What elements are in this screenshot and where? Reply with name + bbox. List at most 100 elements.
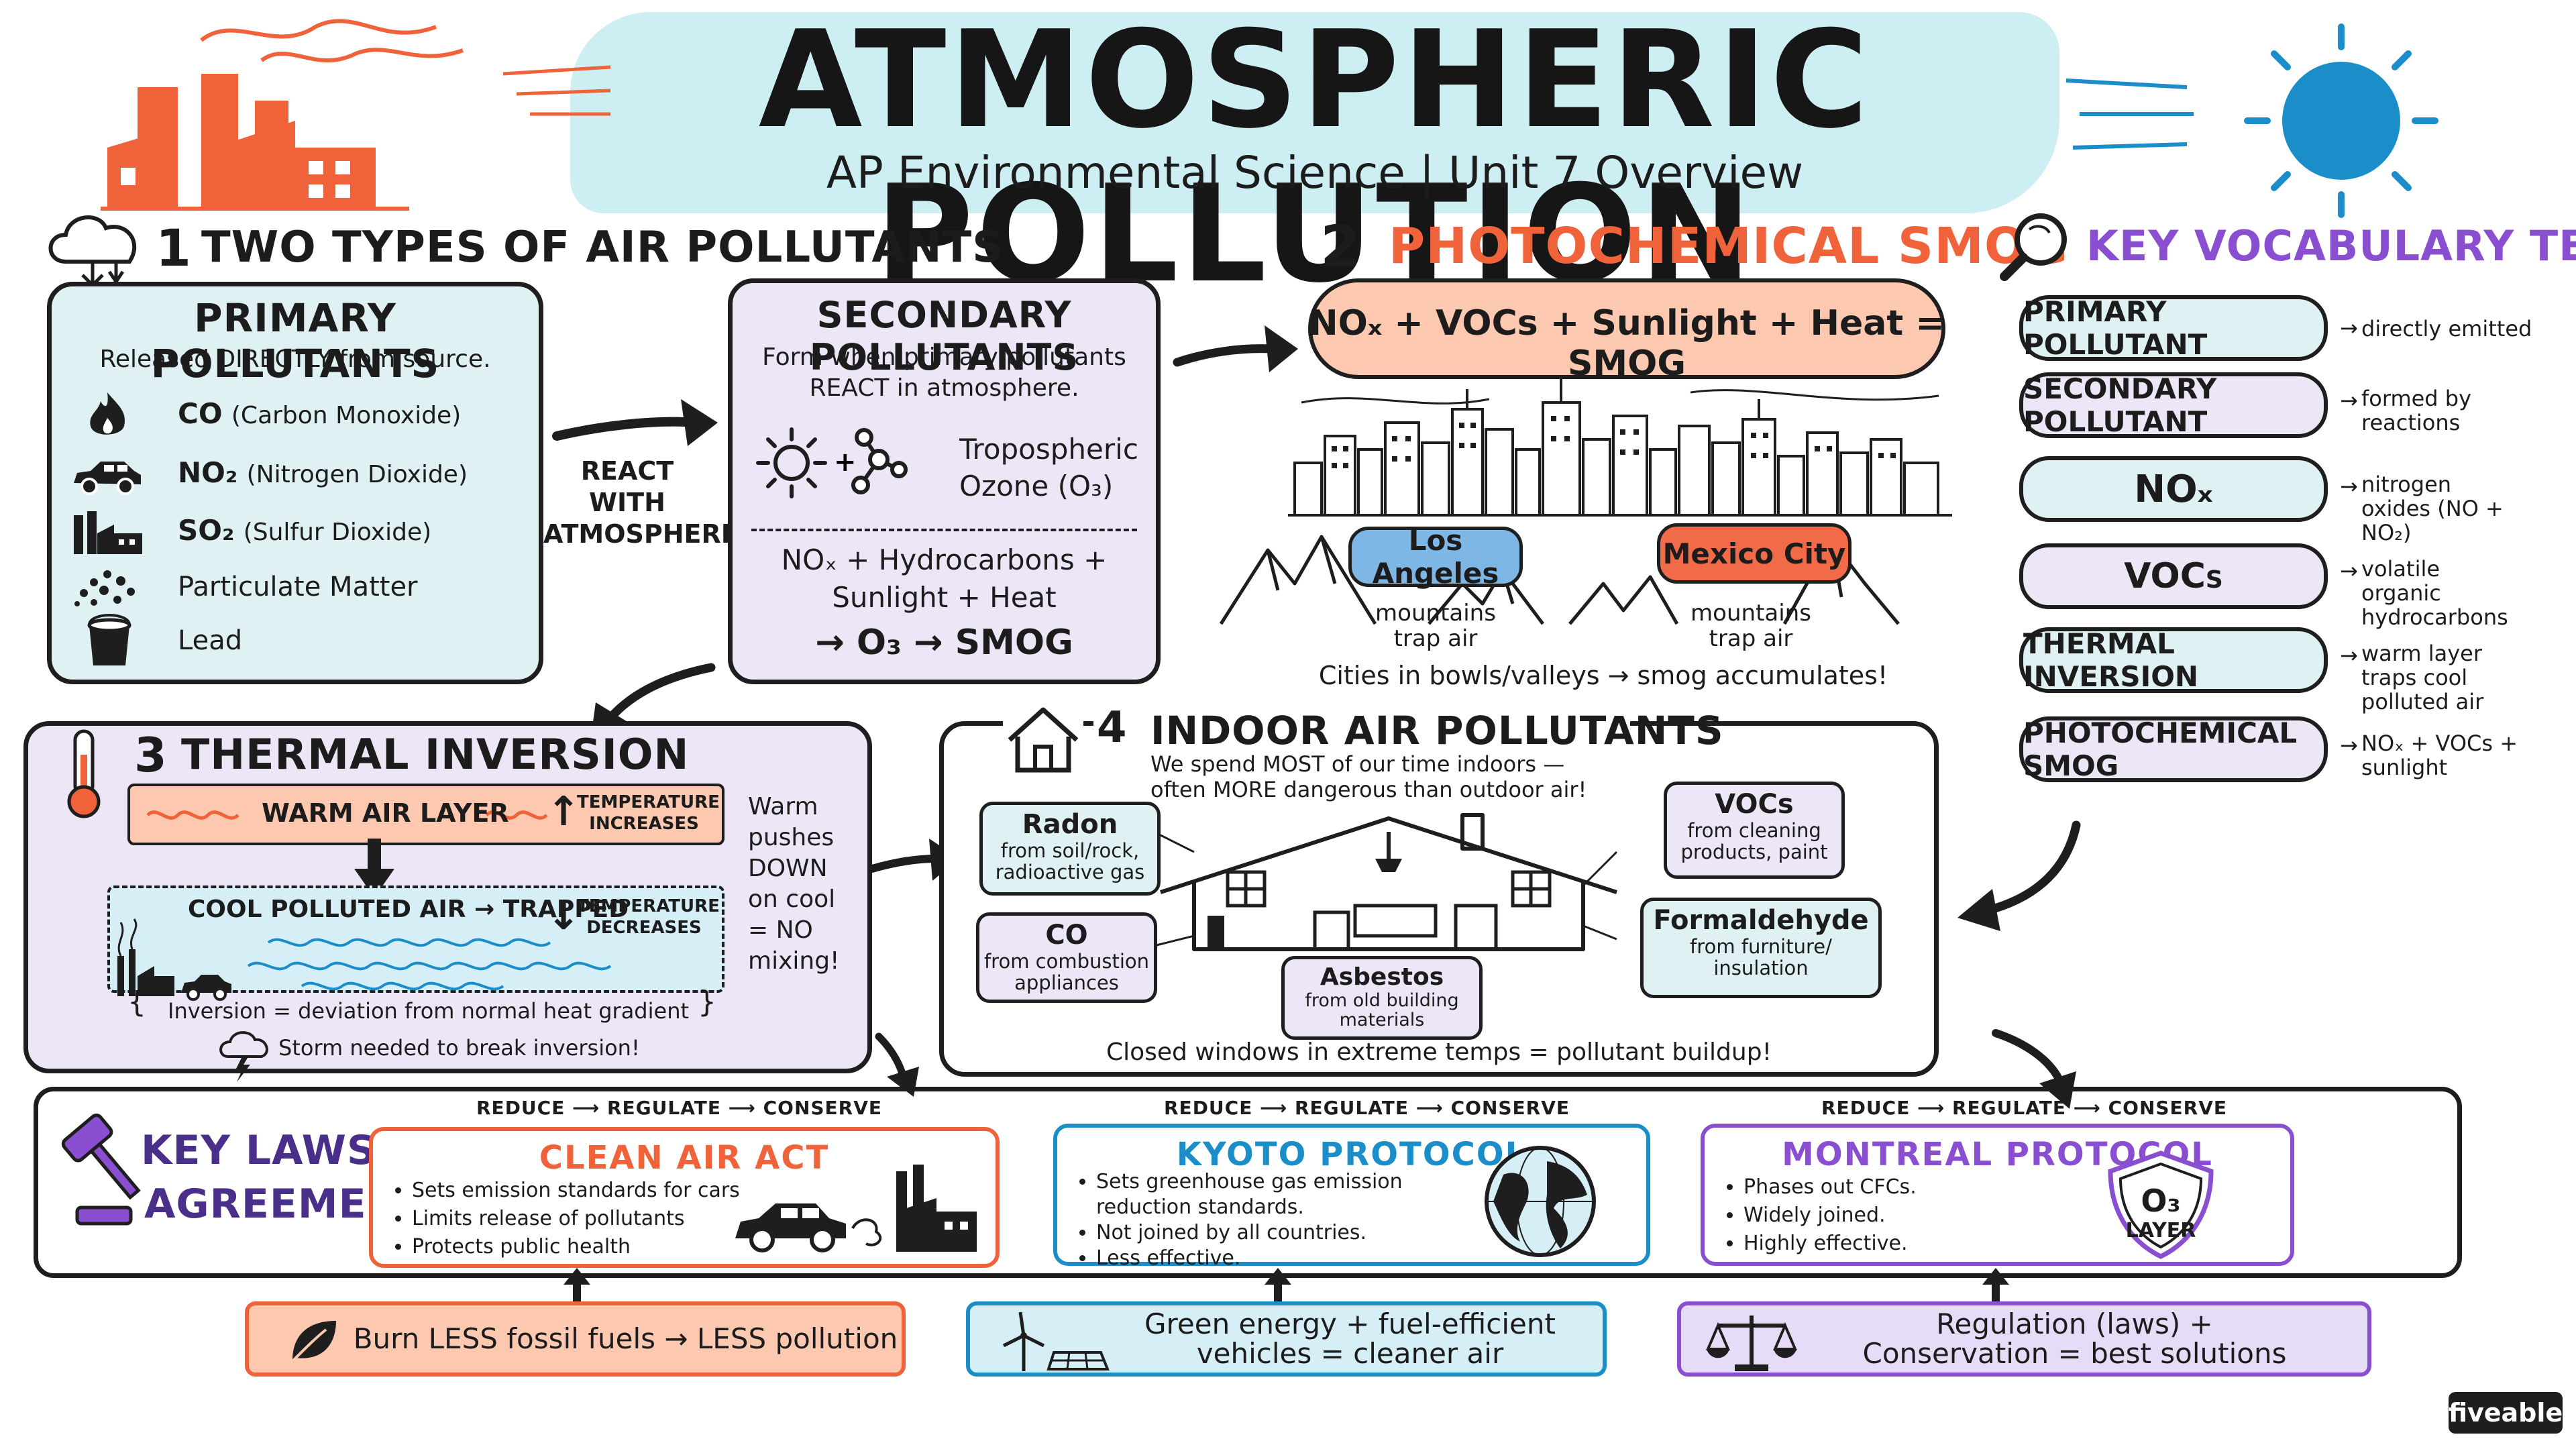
vocab-arrow-1: →	[2340, 388, 2358, 413]
smog-equation: NOₓ + VOCs + Sunlight + Heat = SMOG	[1309, 303, 1945, 384]
vocab-term-secondary: SECONDARY POLLUTANT	[2019, 372, 2328, 438]
clean-air-title: CLEAN AIR ACT	[539, 1139, 830, 1177]
trap-note-mexico: mountains trap air	[1690, 600, 1811, 652]
co-indoor-desc: from combustion appliances	[983, 950, 1150, 994]
primary-desc: Released DIRECTLY from source.	[99, 345, 491, 373]
smog-equation-cloud	[1308, 278, 1945, 379]
section3-number: 3	[134, 728, 167, 783]
cloud-icon	[48, 215, 137, 288]
vocab-term-nox: NOₓ	[2019, 456, 2328, 522]
vocab-def-smog: NOₓ + VOCs + sunlight	[2361, 731, 2518, 780]
clean-air-item-1: Sets emission standards for cars	[412, 1177, 740, 1205]
vocab-def-secondary: formed by reactions	[2361, 386, 2472, 435]
montreal-list: Phases out CFCs. Widely joined. Highly e…	[1725, 1173, 1917, 1258]
primary-title: PRIMARY POLLUTANTS	[150, 295, 440, 386]
inversion-brace-left: {	[127, 985, 146, 1019]
house-illustration	[1153, 813, 1618, 951]
secondary-desc-2: REACT in atmosphere.	[809, 374, 1079, 402]
leaf-icon	[291, 1321, 336, 1362]
arrow-down-icon: ↓	[547, 892, 581, 939]
vocab-def-primary: directly emitted	[2361, 316, 2532, 341]
small-factory-icon	[117, 949, 174, 996]
section4-heading: INDOOR AIR POLLUTANTS	[1150, 708, 1724, 753]
clean-air-list: Sets emission standards for cars Limits …	[393, 1177, 740, 1261]
factory-illustration	[101, 19, 611, 211]
kyoto-item-2: Not joined by all countries.	[1096, 1220, 1445, 1246]
indoor-radon-box: Radon from soil/rock, radioactive gas	[979, 802, 1161, 896]
indoor-desc-1: We spend MOST of our time indoors —	[1150, 751, 1565, 777]
react-label-3: ATMOSPHERE	[543, 519, 739, 549]
warm-waves	[146, 810, 548, 820]
kyoto-protocol-card: KYOTO PROTOCOL Sets greenhouse gas emiss…	[1053, 1124, 1650, 1270]
montreal-item-3: Highly effective.	[1743, 1230, 1917, 1258]
title-banner	[570, 12, 2059, 213]
react-arrow	[552, 399, 718, 446]
vocab-term-vocs: VOCs	[2019, 543, 2328, 609]
indoor-vocs-box: VOCs from cleaning products, paint	[1664, 782, 1845, 879]
bottom-green-energy: Green energy + fuel-efficient vehicles =…	[966, 1301, 1607, 1377]
secondary-divider	[751, 529, 1137, 531]
vocab-def-nox: nitrogen oxides (NO + NO₂)	[2361, 472, 2504, 545]
vocab-term-smog: PHOTOCHEMICAL SMOG	[2019, 716, 2328, 782]
secondary-desc-1: Form when primary pollutants	[762, 343, 1126, 371]
brand-label: fiveable	[2448, 1398, 2563, 1428]
radon-desc: from soil/rock, radioactive gas	[995, 839, 1145, 883]
car-icon	[74, 462, 141, 495]
wind-solar-icon	[1002, 1311, 1110, 1371]
kyoto-list: Sets greenhouse gas emission reduction s…	[1077, 1169, 1445, 1271]
indoor-co-box: CO from combustion appliances	[976, 912, 1157, 1003]
indoor-asbestos-box: Asbestos from old building materials	[1281, 956, 1483, 1040]
formaldehyde-title: Formaldehyde	[1653, 905, 1869, 936]
lead-label: Lead	[178, 625, 243, 656]
indoor-caption: Closed windows in extreme temps = pollut…	[1106, 1038, 1772, 1066]
montreal-protocol-card: MONTREAL PROTOCOL Phases out CFCs. Widel…	[1701, 1124, 2294, 1266]
section4-heading-bg	[1093, 708, 1630, 748]
bottom-text-3: Regulation (laws) + Conservation = best …	[1862, 1307, 2287, 1370]
sun-icon	[2065, 23, 2438, 218]
city-label-mexico: Mexico City	[1657, 523, 1851, 584]
laws-panel	[34, 1087, 2462, 1278]
bottom-text-2: Green energy + fuel-efficient vehicles =…	[1144, 1307, 1556, 1370]
temp-increases-label: TEMPERATURE INCREASES	[577, 792, 720, 834]
ozone-shield-icon	[2108, 1150, 2214, 1259]
vocab-arrow-2: →	[2340, 474, 2358, 499]
ozone-label-2: Ozone (O₃)	[959, 470, 1114, 502]
arrow-up-3	[1982, 1268, 2009, 1305]
vocab-arrow-5: →	[2340, 733, 2358, 758]
warm-air-label: WARM AIR LAYER	[262, 798, 509, 828]
secondary-eq-3: → O₃ → SMOG	[815, 623, 1073, 663]
cool-waves	[117, 918, 612, 1001]
arrow-to-smog	[1173, 325, 1298, 372]
no2-formula: NO₂	[178, 456, 238, 489]
storm-icon	[219, 1031, 268, 1082]
svg-text:+: +	[834, 447, 857, 478]
section2-number: 2	[1320, 213, 1360, 280]
cool-air-label: COOL POLLUTED AIR → TRAPPED	[188, 896, 629, 923]
temp-decreases-label: TEMPERATURE DECREASES	[577, 896, 720, 938]
indoor-desc-2: often MORE dangerous than outdoor air!	[1150, 777, 1587, 802]
page-subtitle: AP Environmental Science | Unit 7 Overvi…	[826, 147, 1804, 199]
storm-note: Storm needed to break inversion!	[278, 1035, 640, 1061]
bottom-text-1: Burn LESS fossil fuels → LESS pollution	[353, 1322, 898, 1355]
trap-note-la: mountains trap air	[1375, 600, 1496, 652]
vocab-term-primary: PRIMARY POLLUTANT	[2019, 295, 2328, 361]
vocs-indoor-title: VOCs	[1715, 789, 1794, 820]
magnifier-icon	[2000, 213, 2067, 281]
arrow-up-2	[1265, 1268, 1291, 1305]
vocab-arrow-4: →	[2340, 643, 2358, 668]
ozone-badge-label: LAYER	[2125, 1219, 2196, 1242]
react-label-2: WITH	[589, 488, 665, 517]
gavel-icon	[61, 1113, 141, 1226]
radon-title: Radon	[1022, 809, 1118, 840]
clean-air-item-2: Limits release of pollutants	[412, 1205, 740, 1233]
pollutant-lead-row: Lead	[64, 614, 533, 668]
rrc-label-1: REDUCE ⟶ REGULATE ⟶ CONSERVE	[476, 1097, 883, 1119]
inversion-brace-right: }	[698, 985, 716, 1019]
arrow-up-1	[564, 1268, 590, 1305]
sun-reaction-icon: +	[756, 427, 908, 498]
bottom-fossil-fuels: Burn LESS fossil fuels → LESS pollution	[245, 1301, 906, 1377]
asbestos-desc: from old building materials	[1305, 990, 1459, 1030]
so2-formula: SO₂	[178, 514, 235, 547]
side-note: Warm pushes DOWN on cool = NO mixing!	[748, 793, 840, 975]
ozone-badge-formula: O₃	[2141, 1183, 2181, 1219]
